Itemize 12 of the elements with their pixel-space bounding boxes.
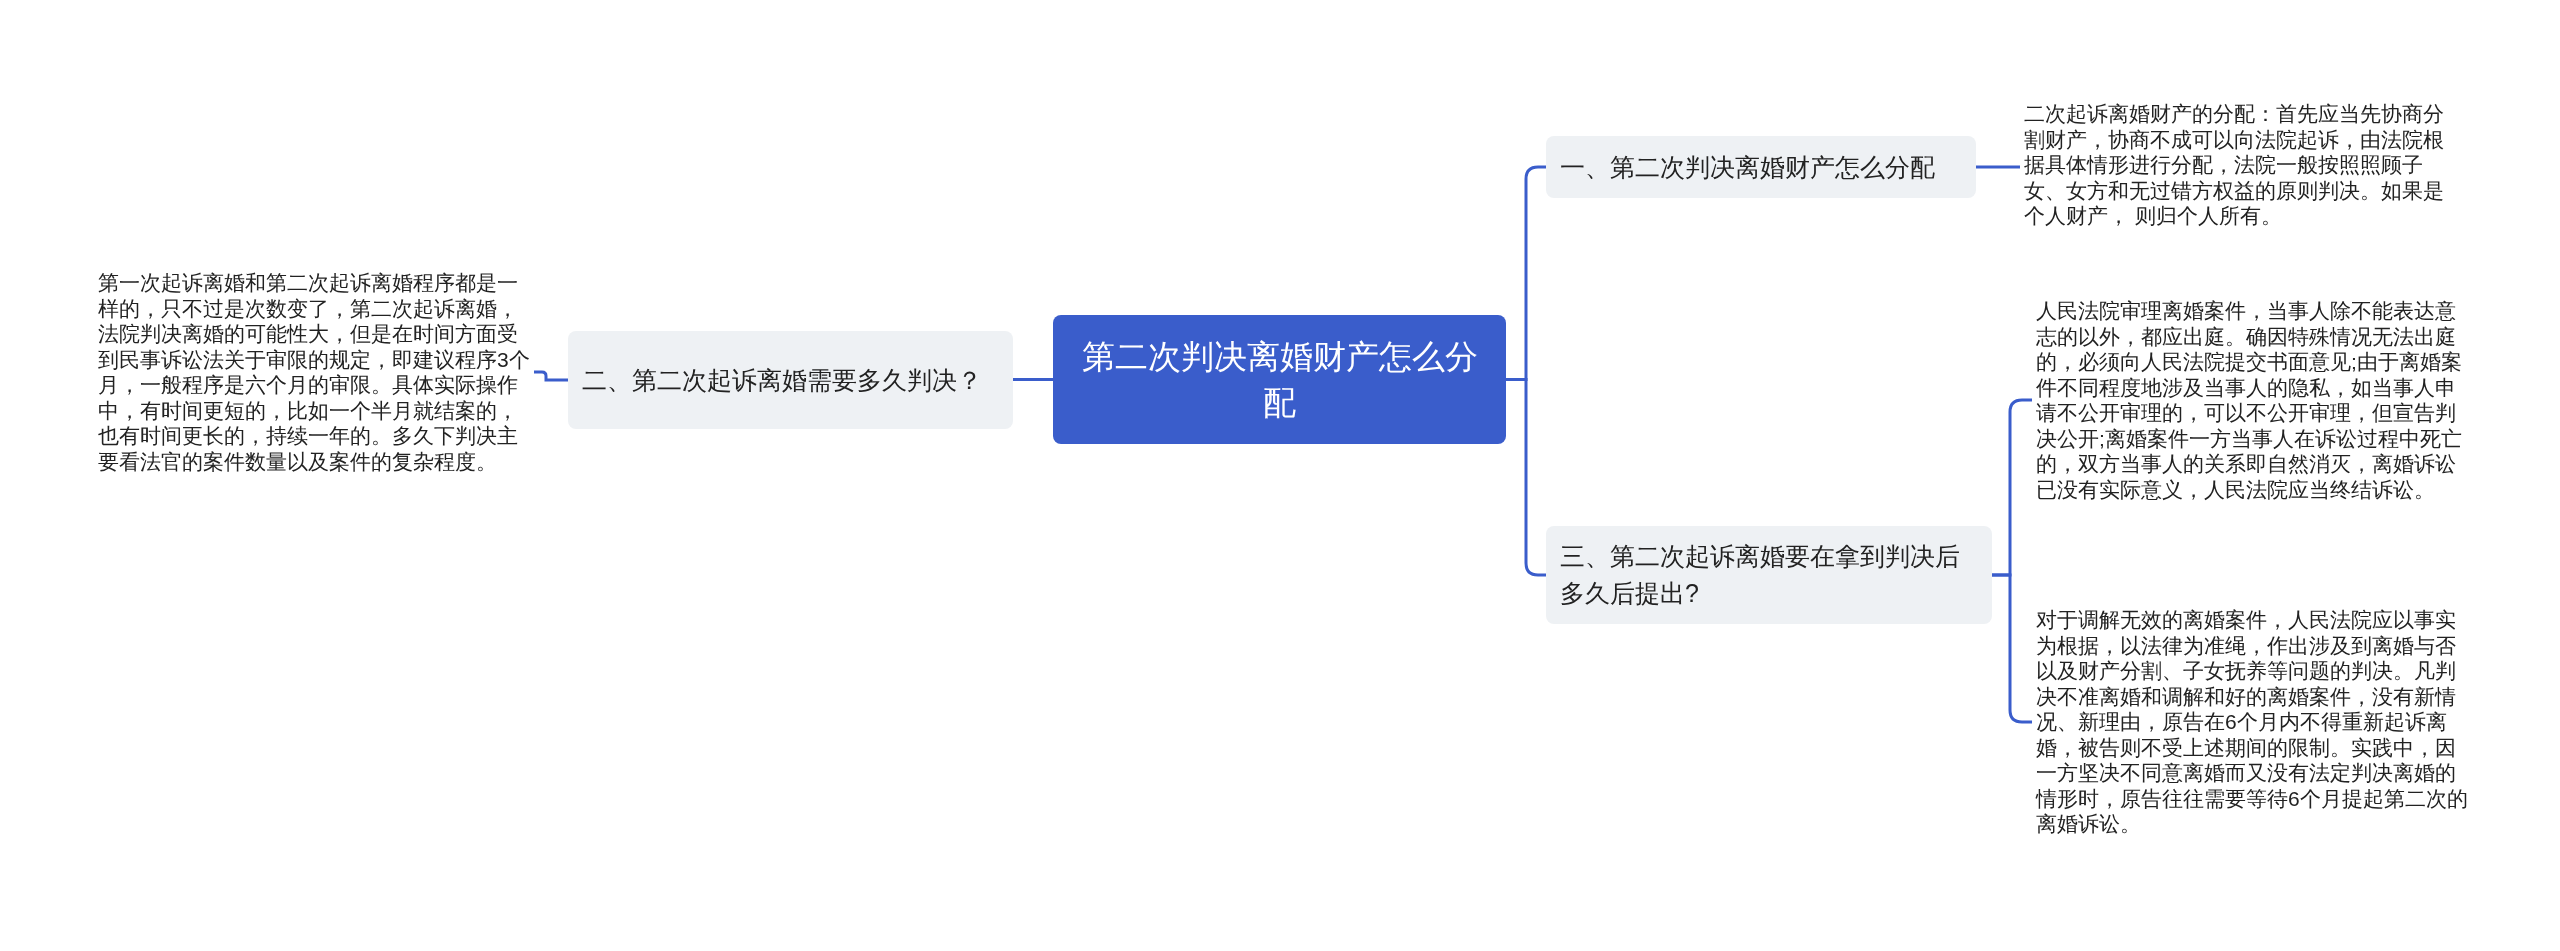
topic-box: 一、第二次判决离婚财产怎么分配 <box>1546 136 1976 198</box>
topic-box: 三、第二次起诉离婚要在拿到判决后多久后提出? <box>1546 526 1992 624</box>
topic-box: 二、第二次起诉离婚需要多久判决？ <box>568 331 1013 429</box>
connector-line <box>1976 165 2020 169</box>
connector-line <box>1506 378 1546 577</box>
connector-line <box>1013 378 1053 381</box>
note-text: 二次起诉离婚财产的分配：首先应当先协商分割财产，协商不成可以向法院起诉，由法院根据具体情形进行分配，法院一般按照照顾子女、女方和无过错方权益的原则判决。如果是个人财产， 则归个人所有。 <box>2024 101 2454 229</box>
connector-line <box>534 370 568 382</box>
note-text: 第一次起诉离婚和第二次起诉离婚程序都是一样的，只不过是次数变了，第二次起诉离婚，法院判决离婚的可能性大，但是在时间方面受到民事诉讼法关于审限的规定，即建议程序3个月，一般程序是六个月的审限。具体实际操作中，有时间更短的，比如一个半月就结案的，也有时间更长的，持续一年的。多久下判决主要看法官的案件数量以及案件的复杂程度。 <box>98 270 530 474</box>
note-text: 对于调解无效的离婚案件，人民法院应以事实为根据，以法律为准绳，作出涉及到离婚与否以及财产分割、子女抚养等问题的判决。凡判决不准离婚和调解和好的离婚案件，没有新情况、新理由，原告在6个月内不得重新起诉离婚，被告则不受上述期间的限制。实践中，因一方坚决不同意离婚而又没有法定判决离婚的情形时，原告往往需要等待6个月提起第二次的离婚诉讼。 <box>2036 607 2468 837</box>
central-topic-box: 第二次判决离婚财产怎么分配 <box>1053 315 1506 444</box>
note-text: 人民法院审理离婚案件，当事人除不能表达意志的以外，都应出庭。确因特殊情况无法出庭的，必须向人民法院提交书面意见;由于离婚案件不同程度地涉及当事人的隐私，如当事人申请不公开审理的，可以不公开审理，但宣告判决公开;离婚案件一方当事人在诉讼过程中死亡的，双方当事人的关系即自然消灭，离婚诉讼已没有实际意义，人民法院应当终结诉讼。 <box>2036 298 2468 502</box>
